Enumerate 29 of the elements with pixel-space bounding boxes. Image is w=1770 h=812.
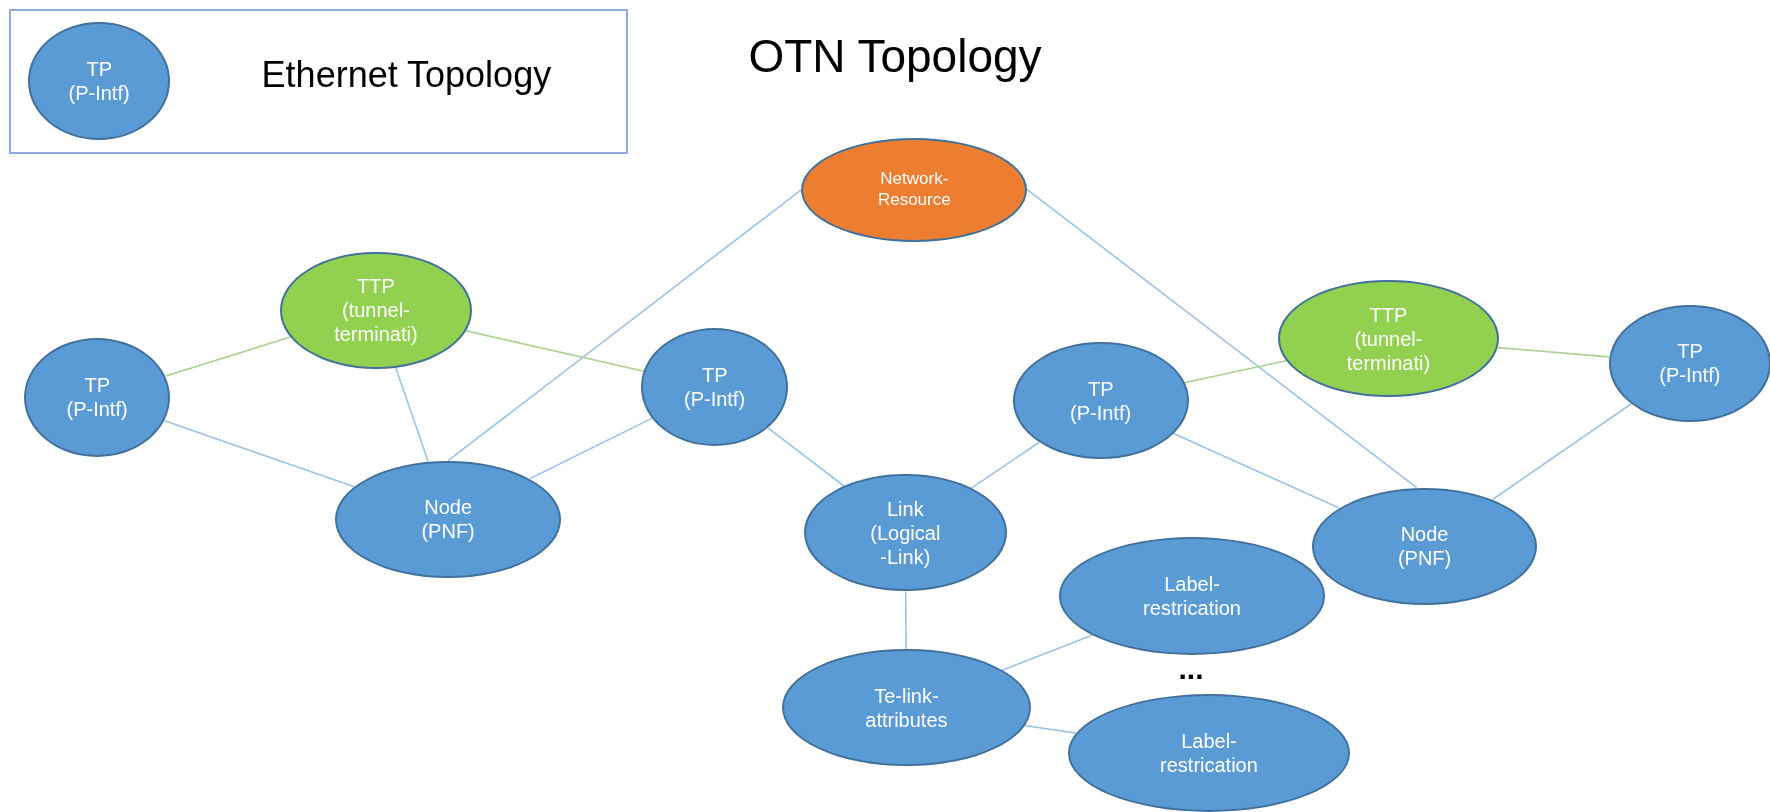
node-label: Network-Resource xyxy=(876,169,952,210)
diagram-title: OTN Topology xyxy=(748,29,1042,84)
legend-box xyxy=(9,9,628,154)
connector-line xyxy=(164,336,292,377)
node-label: TP (P-Intf) xyxy=(1658,339,1722,388)
node-label: TP (P-Intf) xyxy=(65,373,129,422)
ellipsis-mark: ... xyxy=(1178,652,1204,687)
node-label: TP (P-Intf) xyxy=(1069,376,1133,425)
connector-line xyxy=(904,590,907,650)
node-label: TTP (tunnel-terminati) xyxy=(1345,302,1432,375)
connector-line xyxy=(447,188,803,462)
node-label: Te-link-attributes xyxy=(864,683,949,732)
connector-line xyxy=(970,441,1040,489)
connector-line xyxy=(1172,432,1340,509)
connector-line xyxy=(1001,634,1094,672)
node-label: Node (PNF) xyxy=(1396,522,1453,571)
node-label: Label-restrication xyxy=(1142,572,1242,620)
node-label: TTP (tunnel-terminati) xyxy=(333,274,419,347)
connector-line xyxy=(529,417,653,480)
connector-line xyxy=(163,420,356,488)
node-label: Link (Logical -Link) xyxy=(869,496,942,569)
connector-line xyxy=(1491,403,1632,501)
node-label: TP (P-Intf) xyxy=(67,57,131,105)
node-label: Label-restrication xyxy=(1159,728,1259,777)
node-label: TP (P-Intf) xyxy=(682,363,747,412)
node-label: Node (PNF) xyxy=(420,495,476,544)
node-label: Ethernet Topology xyxy=(261,53,552,96)
connector-line xyxy=(1026,188,1418,489)
connector-line xyxy=(394,367,429,463)
